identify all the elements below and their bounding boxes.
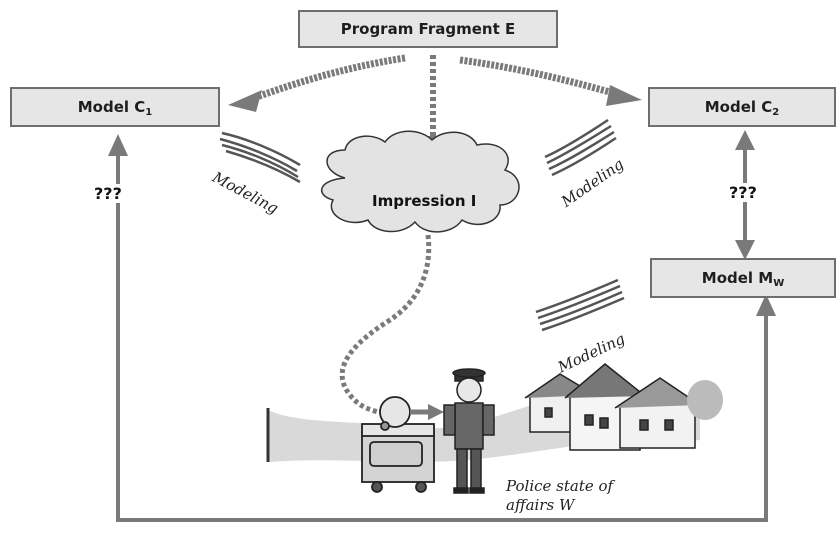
unknown-left-label: ??? [92,184,124,203]
impression-label: Impression I [372,192,477,210]
impression-to-robot-path [339,234,432,415]
model-c1-label: Model C1 [77,98,153,118]
police-state-caption-line1: Police state of [506,477,614,495]
unknown-right-label: ??? [727,183,759,202]
model-c2-label: Model C2 [704,98,780,118]
model-mw-label: Model MW [701,269,785,289]
program-fragment-box: Program Fragment E [298,10,558,48]
police-state-caption-line2: affairs W [506,496,575,514]
arrow-left-loop [108,134,776,522]
robot-illustration [361,396,444,493]
police-officer-illustration [443,368,495,494]
model-c1-box: Model C1 [10,87,220,127]
model-mw-box: Model MW [650,258,836,298]
modeling-hatch-lower [535,278,625,332]
impression-cloud [321,130,520,233]
model-c2-box: Model C2 [648,87,836,127]
arrow-program-to-c1 [228,54,406,112]
program-fragment-label: Program Fragment E [340,20,516,38]
village-illustration [524,363,723,451]
arrow-program-to-c2 [459,56,642,106]
modeling-hatch-left [219,131,301,184]
modeling-hatch-center [544,118,617,177]
